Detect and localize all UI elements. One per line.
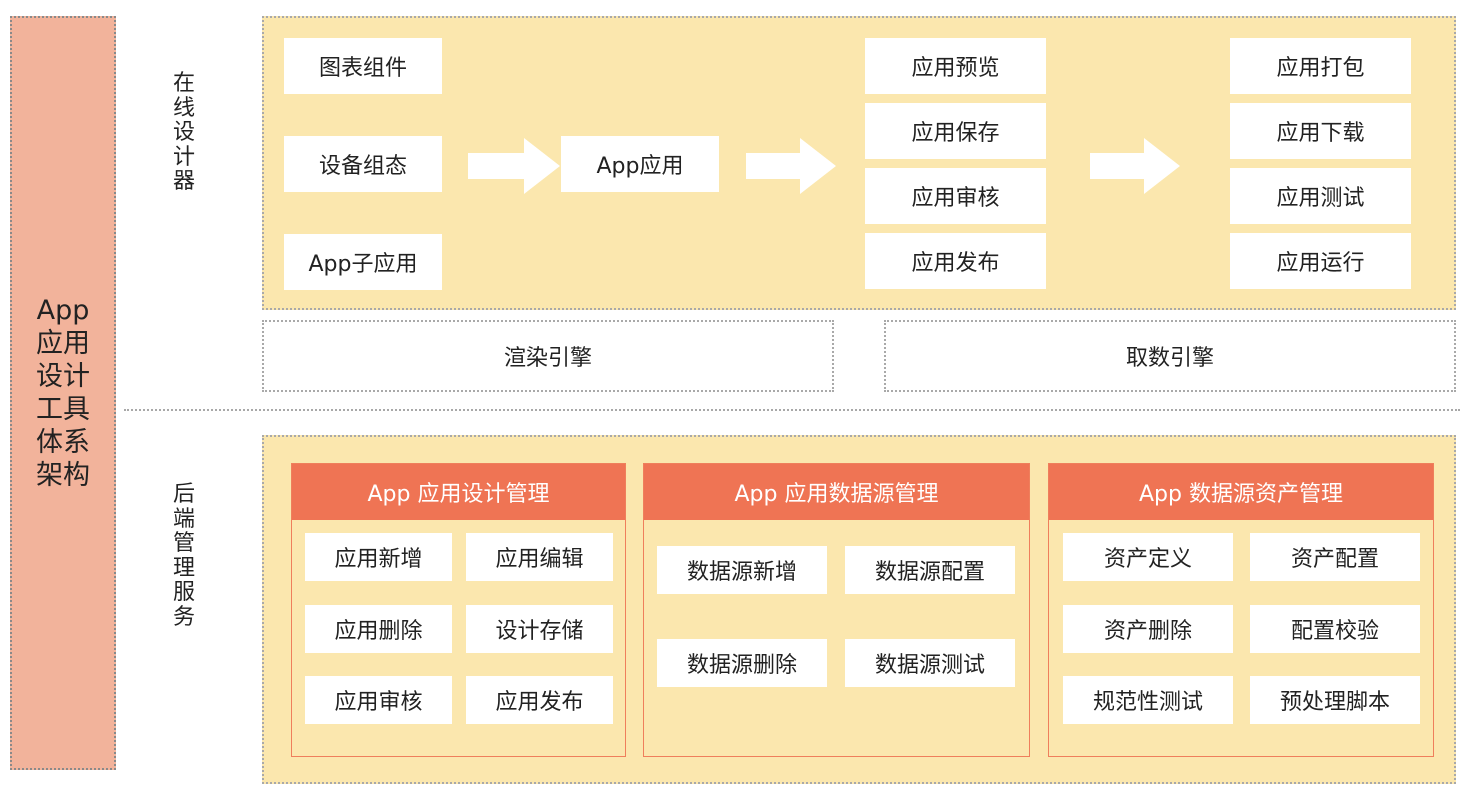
source-box-app-subapp: App子应用 <box>284 234 442 290</box>
management-item: 应用发布 <box>466 676 613 724</box>
flow-arrow-icon <box>468 138 560 194</box>
management-item: 数据源删除 <box>657 639 827 687</box>
stage3-box-download: 应用下载 <box>1230 103 1411 159</box>
architecture-title-bar: App 应用 设计 工具 体系 架构 <box>10 16 116 770</box>
management-item: 规范性测试 <box>1063 676 1233 724</box>
management-item: 设计存储 <box>466 605 613 653</box>
stage2-box-publish: 应用发布 <box>865 233 1046 289</box>
source-box-device-config: 设备组态 <box>284 136 442 192</box>
online-designer-label: 在 线 设 计 器 <box>172 71 195 194</box>
section-divider <box>124 409 1460 411</box>
management-item: 预处理脚本 <box>1250 676 1420 724</box>
source-box-chart-components: 图表组件 <box>284 38 442 94</box>
management-item: 数据源新增 <box>657 546 827 594</box>
management-item: 资产配置 <box>1250 533 1420 581</box>
flow-arrow-icon <box>1090 138 1180 194</box>
stage3-box-test: 应用测试 <box>1230 168 1411 224</box>
stage3-box-package: 应用打包 <box>1230 38 1411 94</box>
stage2-box-save: 应用保存 <box>865 103 1046 159</box>
management-header: App 数据源资产管理 <box>1049 464 1433 520</box>
management-header: App 应用设计管理 <box>292 464 625 520</box>
management-item: 应用新增 <box>305 533 452 581</box>
management-block-app-datasource: App 应用数据源管理 <box>643 463 1030 757</box>
center-app-box: App应用 <box>561 136 719 192</box>
stage2-box-preview: 应用预览 <box>865 38 1046 94</box>
backend-services-label: 后 端 管 理 服 务 <box>172 482 195 630</box>
management-item: 资产定义 <box>1063 533 1233 581</box>
management-header: App 应用数据源管理 <box>644 464 1029 520</box>
management-item: 应用审核 <box>305 676 452 724</box>
management-item: 数据源配置 <box>845 546 1015 594</box>
flow-arrow-icon <box>746 138 836 194</box>
stage3-box-run: 应用运行 <box>1230 233 1411 289</box>
management-item: 应用编辑 <box>466 533 613 581</box>
management-item: 应用删除 <box>305 605 452 653</box>
management-item: 配置校验 <box>1250 605 1420 653</box>
fetch-engine-box: 取数引擎 <box>884 320 1456 392</box>
architecture-title: App 应用 设计 工具 体系 架构 <box>36 295 90 491</box>
management-item: 数据源测试 <box>845 639 1015 687</box>
render-engine-box: 渲染引擎 <box>262 320 834 392</box>
stage2-box-review: 应用审核 <box>865 168 1046 224</box>
management-item: 资产删除 <box>1063 605 1233 653</box>
